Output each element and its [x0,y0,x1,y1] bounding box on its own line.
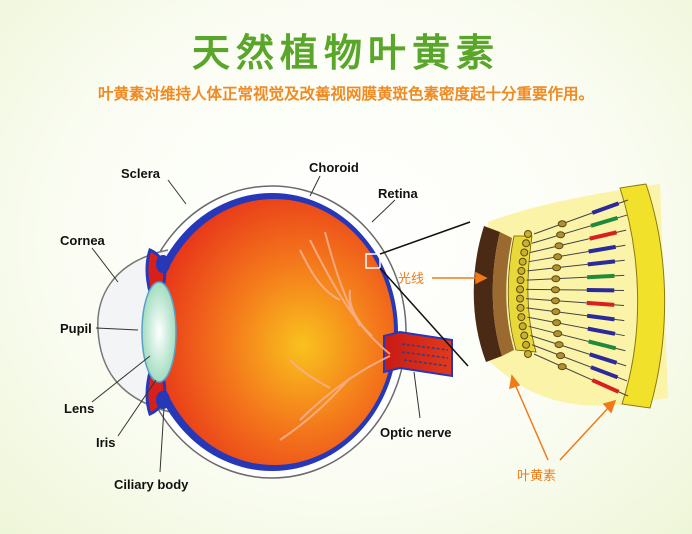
cell-nucleus [558,364,566,370]
lutein-arrow-right [560,406,610,460]
lutein-granule [518,314,525,321]
lutein-granule [519,258,526,265]
lutein-granule [517,277,524,284]
cell-nucleus [554,331,562,337]
cell-nucleus [551,298,559,304]
label-light: 光线 [398,272,424,287]
ciliary-body-shape-top [156,255,170,273]
lutein-granule [517,304,524,311]
cell-nucleus [553,320,561,326]
cell-nucleus [555,243,563,249]
lutein-granule [521,332,528,339]
lens [142,282,176,382]
lutein-granule [525,231,532,238]
cell-nucleus [552,309,560,315]
cell-nucleus [551,287,559,293]
cell-nucleus [552,276,560,282]
cell-nucleus [557,353,565,359]
photoreceptor-outer-segment [587,276,614,277]
photoreceptor-outer-segment [587,303,614,305]
optic-nerve [384,332,452,376]
label-sclera: Sclera [121,166,161,181]
label-lens: Lens [64,401,94,416]
cell-nucleus [557,232,565,238]
cell-nucleus [555,342,563,348]
ciliary-body-shape [156,391,170,409]
lutein-granule [517,295,524,302]
label-ciliary-body: Ciliary body [114,477,189,492]
lutein-granule [525,351,532,358]
lutein-granule [521,249,528,256]
label-optic-nerve: Optic nerve [380,425,452,440]
lutein-granule [517,286,524,293]
retina-detail [474,184,668,408]
lutein-granule [518,267,525,274]
lutein-granule [523,341,530,348]
lutein-granule [519,323,526,330]
cell-nucleus [558,221,566,227]
cell-nucleus [554,254,562,260]
label-lutein: 叶黄素 [517,469,556,484]
label-pupil: Pupil [60,321,92,336]
label-iris: Iris [96,435,116,450]
label-cornea: Cornea [60,233,106,248]
cell-nucleus [553,265,561,271]
label-choroid: Choroid [309,160,359,175]
lutein-granule [523,240,530,247]
label-retina: Retina [378,186,419,201]
eye-interior [154,199,394,465]
